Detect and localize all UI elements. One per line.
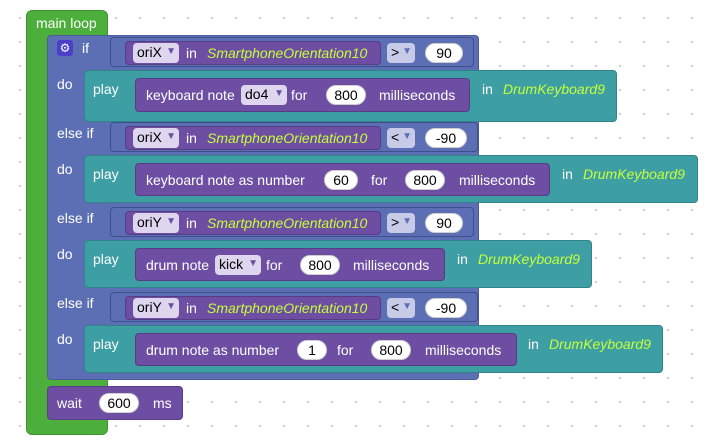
thing-name: DrumKeyboard9 [503, 81, 605, 97]
note-dropdown[interactable]: kick▼ [215, 255, 261, 275]
number-field[interactable]: 1 [297, 340, 327, 360]
triangle-down-icon: ▼ [166, 131, 176, 142]
thing-name: SmartphoneOrientation10 [207, 130, 368, 146]
in-label: in [482, 81, 493, 97]
else-if-label: else if [57, 125, 94, 141]
in-label: in [457, 251, 468, 267]
in-label: in [186, 45, 197, 61]
in-label: in [186, 130, 197, 146]
property-dropdown[interactable]: oriY▼ [133, 213, 179, 233]
duration-field[interactable]: 800 [326, 85, 366, 105]
number-field[interactable]: -90 [425, 128, 467, 148]
number-field[interactable]: 60 [324, 170, 358, 190]
milliseconds-label: milliseconds [379, 87, 456, 103]
play-label: play [93, 166, 119, 182]
in-label: in [562, 166, 573, 182]
for-label: for [291, 87, 308, 103]
play-label: play [93, 336, 119, 352]
note-label: drum note as number [146, 342, 280, 358]
triangle-down-icon: ▼ [166, 46, 176, 57]
number-field[interactable]: 90 [425, 213, 463, 233]
operator-dropdown[interactable]: <▼ [387, 128, 415, 148]
if-label: if [82, 40, 89, 56]
for-label: for [337, 342, 354, 358]
triangle-down-icon: ▼ [166, 216, 176, 227]
note-block[interactable] [135, 248, 445, 281]
operator-dropdown[interactable]: <▼ [387, 298, 415, 318]
wait-duration-field[interactable]: 600 [99, 393, 139, 413]
milliseconds-label: milliseconds [459, 172, 536, 188]
in-label: in [528, 336, 539, 352]
for-label: for [371, 172, 388, 188]
note-label: drum note [146, 257, 210, 273]
main-loop-label: main loop [36, 15, 97, 31]
triangle-down-icon: ▼ [274, 88, 284, 99]
duration-field[interactable]: 800 [405, 170, 445, 190]
triangle-down-icon: ▼ [402, 131, 412, 142]
milliseconds-label: milliseconds [425, 342, 502, 358]
triangle-down-icon: ▼ [166, 301, 176, 312]
thing-name: DrumKeyboard9 [583, 166, 685, 182]
else-if-label: else if [57, 295, 94, 311]
triangle-down-icon: ▼ [248, 258, 258, 269]
property-dropdown[interactable]: oriX▼ [133, 43, 179, 63]
thing-name: DrumKeyboard9 [478, 251, 580, 267]
property-dropdown[interactable]: oriY▼ [133, 298, 179, 318]
do-label: do [57, 331, 73, 347]
in-label: in [186, 215, 197, 231]
number-field[interactable]: -90 [425, 298, 467, 318]
play-label: play [93, 81, 119, 97]
thing-name: SmartphoneOrientation10 [207, 215, 368, 231]
property-dropdown[interactable]: oriX▼ [133, 128, 179, 148]
do-label: do [57, 246, 73, 262]
do-label: do [57, 76, 73, 92]
milliseconds-label: milliseconds [353, 257, 430, 273]
operator-dropdown[interactable]: >▼ [387, 213, 415, 233]
do-label: do [57, 161, 73, 177]
triangle-down-icon: ▼ [402, 216, 412, 227]
ms-label: ms [153, 395, 172, 411]
note-label: keyboard note [146, 87, 235, 103]
gear-icon[interactable]: ⚙ [57, 40, 73, 56]
operator-dropdown[interactable]: >▼ [387, 43, 415, 63]
thing-name: SmartphoneOrientation10 [207, 45, 368, 61]
thing-name: SmartphoneOrientation10 [207, 300, 368, 316]
duration-field[interactable]: 800 [371, 340, 411, 360]
triangle-down-icon: ▼ [402, 301, 412, 312]
thing-name: DrumKeyboard9 [549, 336, 651, 352]
in-label: in [186, 300, 197, 316]
note-label: keyboard note as number [146, 172, 305, 188]
triangle-down-icon: ▼ [402, 46, 412, 57]
note-block[interactable] [135, 78, 470, 112]
duration-field[interactable]: 800 [300, 255, 340, 275]
note-dropdown[interactable]: do4▼ [241, 85, 287, 105]
number-field[interactable]: 90 [425, 43, 463, 63]
for-label: for [266, 257, 283, 273]
else-if-label: else if [57, 210, 94, 226]
play-label: play [93, 251, 119, 267]
wait-label: wait [57, 395, 82, 411]
